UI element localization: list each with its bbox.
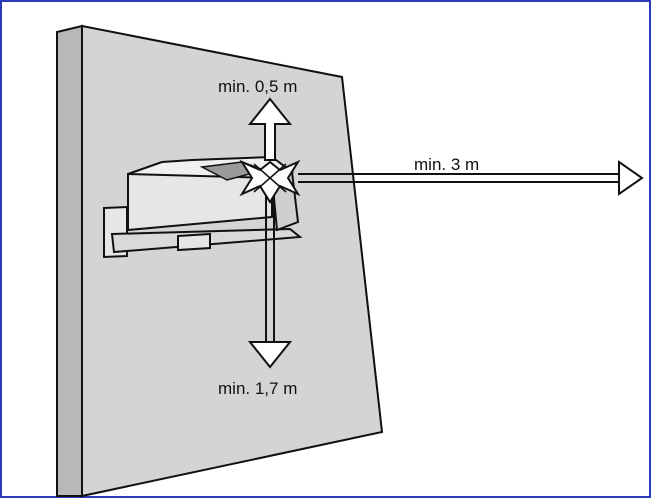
- wall-face: [81, 24, 384, 498]
- arrow-up: [247, 97, 293, 161]
- mount-foot: [177, 232, 211, 252]
- arrow-right-head: [618, 160, 644, 196]
- arrow-up-head: [247, 97, 293, 161]
- origin-cross-2: [253, 163, 287, 193]
- wall-side: [56, 24, 83, 497]
- arrow-down-head: [247, 341, 293, 369]
- origin-star: [239, 159, 301, 204]
- arrow-down: [247, 192, 293, 369]
- label-front-clearance: min. 3 m: [414, 155, 479, 174]
- arrow-right: [298, 160, 644, 196]
- label-bottom-clearance: min. 1,7 m: [218, 379, 297, 398]
- label-top-clearance: min. 0,5 m: [218, 77, 297, 96]
- clearance-origin-marker: [239, 159, 301, 204]
- wall: [56, 24, 384, 498]
- wall-face-dashed-edge: [341, 76, 383, 433]
